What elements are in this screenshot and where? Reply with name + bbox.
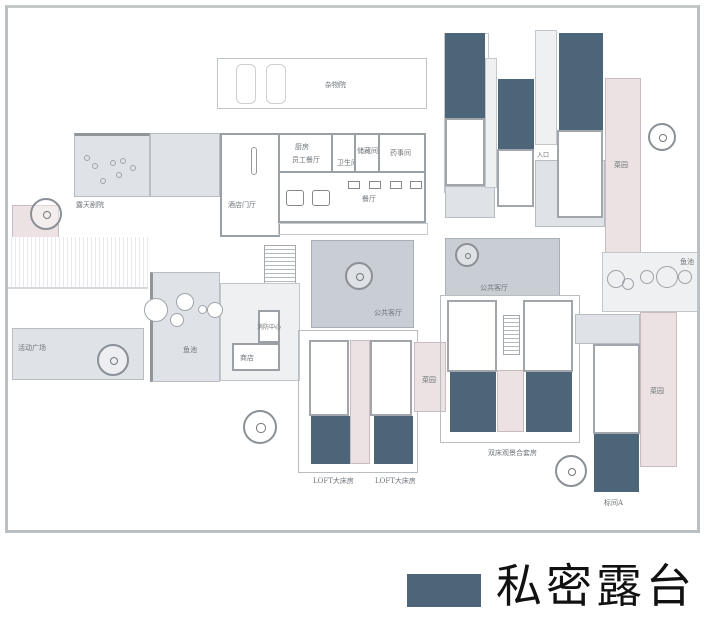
label-entrance: 入口 xyxy=(537,152,550,159)
fountain-icon xyxy=(243,410,277,444)
label-duplex-family: 双床观景合套房 xyxy=(488,449,537,457)
shop-room xyxy=(232,343,280,371)
reception-desk xyxy=(251,147,257,175)
dining-table xyxy=(369,181,381,189)
label-restaurant: 餐厅 xyxy=(362,195,376,203)
lobby-room xyxy=(220,133,280,237)
staircase xyxy=(503,315,520,355)
villa-path-2 xyxy=(535,30,557,145)
fire-center-room xyxy=(258,310,280,343)
seating-circle xyxy=(116,172,122,178)
label-public-hall-left: 公共客厅 xyxy=(374,309,402,317)
private-terrace xyxy=(498,79,534,149)
garden-bottom-right xyxy=(640,312,677,467)
duplex-outline xyxy=(440,295,580,443)
fountain-icon xyxy=(455,243,479,267)
car-icon xyxy=(266,64,286,104)
label-fire-center: 消防中心 xyxy=(257,324,282,331)
seating-circle xyxy=(100,178,106,184)
villa-path-1 xyxy=(485,58,497,188)
label-garden-1: 菜园 xyxy=(614,161,628,169)
private-terrace xyxy=(445,33,485,118)
seating-circle xyxy=(120,158,126,164)
seating-circle xyxy=(92,163,98,169)
duplex-room-2 xyxy=(523,300,573,372)
storage-yard xyxy=(217,58,427,109)
loft-corridor xyxy=(350,340,370,464)
loft-room-2 xyxy=(370,340,412,416)
villa-room-2 xyxy=(497,149,534,207)
label-garden-2: 菜园 xyxy=(422,376,436,384)
kitchen-room xyxy=(278,133,333,173)
private-terrace xyxy=(374,416,413,464)
private-terrace xyxy=(450,372,496,432)
legend-swatch-private-terrace xyxy=(407,574,481,607)
dining-table xyxy=(410,181,422,189)
standard-a-room xyxy=(593,344,640,434)
villa-courtyard-1 xyxy=(445,186,495,218)
seating-circle xyxy=(84,155,90,161)
label-fish-pond: 鱼池 xyxy=(183,346,197,354)
label-kitchen: 厨房 xyxy=(295,143,309,151)
pond-circle xyxy=(170,313,184,327)
garden-top-right xyxy=(605,78,641,253)
pond-circle xyxy=(176,293,194,311)
fountain-icon xyxy=(30,198,62,230)
label-loft-suite-2: LOFT大床房 xyxy=(375,477,416,485)
label-garden-3: 菜园 xyxy=(650,387,664,395)
fish-pond-zone xyxy=(150,272,220,382)
label-staff-dining: 员工餐厅 xyxy=(292,156,320,164)
private-terrace xyxy=(311,416,350,464)
villa-room-1 xyxy=(445,118,485,186)
dining-table xyxy=(348,181,360,189)
pond-circle xyxy=(656,266,678,288)
car-icon xyxy=(236,64,256,104)
label-restroom: 卫生间 xyxy=(337,159,358,167)
label-public-hall-right: 公共客厅 xyxy=(480,284,508,292)
label-lobby: 酒店门厅 xyxy=(228,201,256,209)
label-outdoor-theater: 露天剧院 xyxy=(76,201,104,209)
staircase xyxy=(264,245,296,290)
pond-circle xyxy=(144,298,168,322)
private-terrace xyxy=(559,33,603,130)
seating-circle xyxy=(110,160,116,166)
seating-circle xyxy=(130,165,136,171)
legend-label: 私密露台 xyxy=(496,559,696,613)
duplex-corridor xyxy=(497,370,524,432)
pond-circle xyxy=(198,305,207,314)
villa-room-3 xyxy=(557,130,603,218)
fountain-icon xyxy=(345,262,373,290)
dining-table xyxy=(390,181,402,189)
fountain-icon xyxy=(555,455,587,487)
label-activity-plaza: 活动广场 xyxy=(18,344,46,352)
duplex-room-1 xyxy=(447,300,497,372)
loft-room-1 xyxy=(309,340,349,416)
dining-table xyxy=(312,190,330,206)
window-row xyxy=(278,223,428,235)
label-standard-a: 标间A xyxy=(604,499,624,507)
fountain-icon xyxy=(97,344,129,376)
dining-table xyxy=(286,190,304,206)
label-loft-suite-1: LOFT大床房 xyxy=(313,477,354,485)
private-terrace xyxy=(526,372,572,432)
walkway xyxy=(8,237,148,289)
label-fish-pond-2: 鱼池 xyxy=(680,258,694,266)
outdoor-theater-stage xyxy=(150,133,220,197)
fountain-icon xyxy=(648,123,676,151)
private-terrace xyxy=(594,434,639,492)
label-storage-yard: 杂物院 xyxy=(325,81,346,89)
label-pharmacy: 药事间 xyxy=(390,149,411,157)
pond-circle xyxy=(640,270,654,284)
label-shop: 商店 xyxy=(240,354,254,362)
standard-a-courtyard xyxy=(575,314,640,344)
pond-circle xyxy=(207,302,223,318)
pond-circle xyxy=(678,270,692,284)
pharmacy-room xyxy=(378,133,426,173)
pond-circle xyxy=(622,278,634,290)
restaurant-room xyxy=(278,171,426,223)
label-storage-room: 储藏间 xyxy=(357,147,378,155)
